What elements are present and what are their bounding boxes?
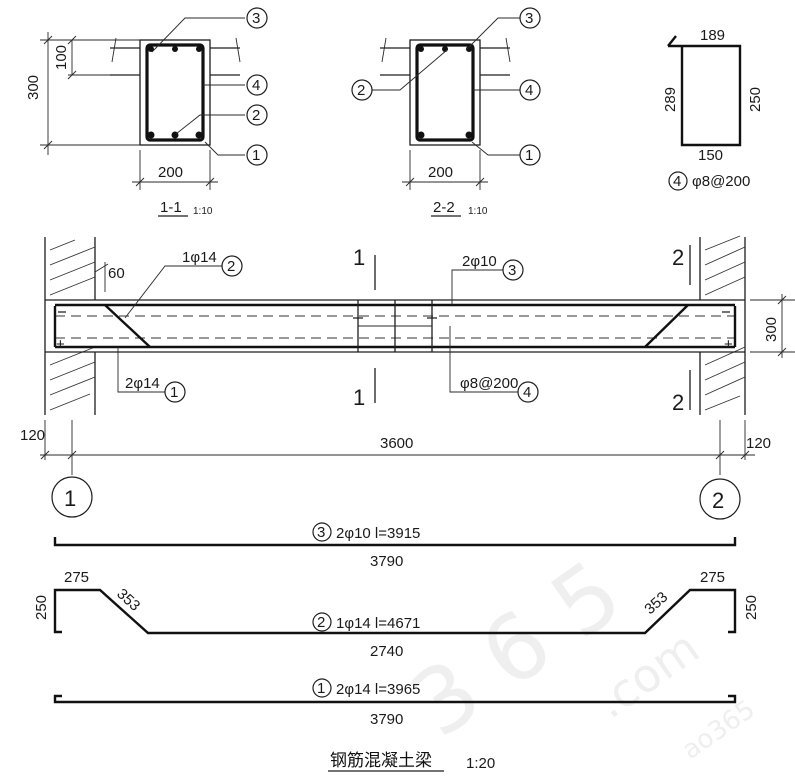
bar3-schedule-label: 2φ10 l=3915: [336, 525, 420, 542]
cut-2-bottom: 2: [672, 390, 684, 415]
bar1-schedule-length: 3790: [370, 711, 403, 728]
section-1-title: 1-1: [160, 199, 182, 216]
bar1-mark: 1: [170, 384, 178, 401]
section-1-callout-1: 1: [252, 147, 260, 164]
section-1-1: 300 100 200 3 4 2 1 1-1 1:10: [25, 7, 268, 217]
bar2-schedule-mark: 2: [317, 614, 325, 631]
section-1-slab: 100: [53, 45, 70, 70]
section-2-title: 2-2: [433, 199, 455, 216]
svg-text:+: +: [56, 336, 65, 353]
bar2-schedule-length: 2740: [370, 643, 403, 660]
cut-1-top: 1: [353, 245, 365, 270]
bar2-diag-left: 353: [113, 585, 143, 614]
section-1-height: 300: [25, 75, 42, 100]
section-2-callout-3: 3: [525, 10, 533, 27]
stirrup-top-dim: 189: [700, 27, 725, 44]
section-2-width: 200: [428, 164, 453, 181]
section-1-scale: 1:10: [193, 206, 213, 217]
stirrup-bottom-dim: 150: [698, 147, 723, 164]
section-2-callout-1: 1: [525, 147, 533, 164]
elev-stirrup-mark: 4: [523, 384, 531, 401]
stirrup-detail: 189 150 289 250 4 φ8@200: [662, 27, 764, 191]
bar2-label: 1φ14: [182, 249, 217, 266]
bar2-mark: 2: [227, 258, 235, 275]
section-2-2: 200 3 2 4 1 2-2 1:10: [351, 7, 541, 217]
bar2-height-left: 250: [33, 595, 50, 620]
axis-1-label: 1: [64, 486, 76, 511]
watermark-tag: ao365: [677, 694, 761, 765]
bar2-schedule-label: 1φ14 l=4671: [336, 615, 420, 632]
stirrup-mark: 4: [673, 173, 681, 190]
drawing-title-scale: 1:20: [466, 755, 495, 772]
bar2-height-right: 250: [743, 595, 760, 620]
bar3-schedule-length: 3790: [370, 553, 403, 570]
section-1-callout-3: 3: [252, 10, 260, 27]
section-1-callout-2: 2: [252, 107, 260, 124]
left-wall-dim: 120: [20, 427, 45, 444]
bar1-schedule-label: 2φ14 l=3965: [336, 681, 420, 698]
section-2-callout-4: 4: [525, 82, 533, 99]
cut-2-top: 2: [672, 245, 684, 270]
bar1-schedule-mark: 1: [317, 680, 325, 697]
stirrup-label: φ8@200: [692, 173, 750, 190]
elev-stirrup-label: φ8@200: [460, 375, 518, 392]
axis-2-label: 2: [712, 488, 724, 513]
right-wall-dim: 120: [746, 435, 771, 452]
stirrup-right-dim: 250: [747, 87, 764, 112]
stirrup-left-dim: 289: [662, 87, 679, 112]
span-dim: 3600: [380, 435, 413, 452]
watermark: 3 6 5: [392, 541, 640, 758]
bar2-hook-left: 275: [64, 569, 89, 586]
bar3-mark: 3: [508, 262, 516, 279]
bar3-schedule-mark: 3: [317, 524, 325, 541]
bend-offset-dim: 60: [108, 265, 125, 282]
svg-text:+: +: [724, 336, 733, 353]
section-2-scale: 1:10: [468, 206, 488, 217]
section-1-width: 200: [158, 164, 183, 181]
bar2-hook-right: 275: [700, 569, 725, 586]
beam-elevation: + + 1 1 2 2 60 1φ14 2 2φ10 3 2φ14 1 φ8@2…: [20, 235, 795, 520]
section-2-callout-2: 2: [357, 82, 365, 99]
drawing-title-text: 钢筋混凝土梁: [330, 751, 432, 770]
cut-1-bottom: 1: [353, 385, 365, 410]
drawing-title: 钢筋混凝土梁 1:20: [328, 751, 495, 772]
section-1-callout-4: 4: [252, 77, 260, 94]
beam-depth-dim: 300: [763, 317, 780, 342]
bar1-label: 2φ14: [125, 375, 160, 392]
bar3-label: 2φ10: [462, 253, 497, 270]
